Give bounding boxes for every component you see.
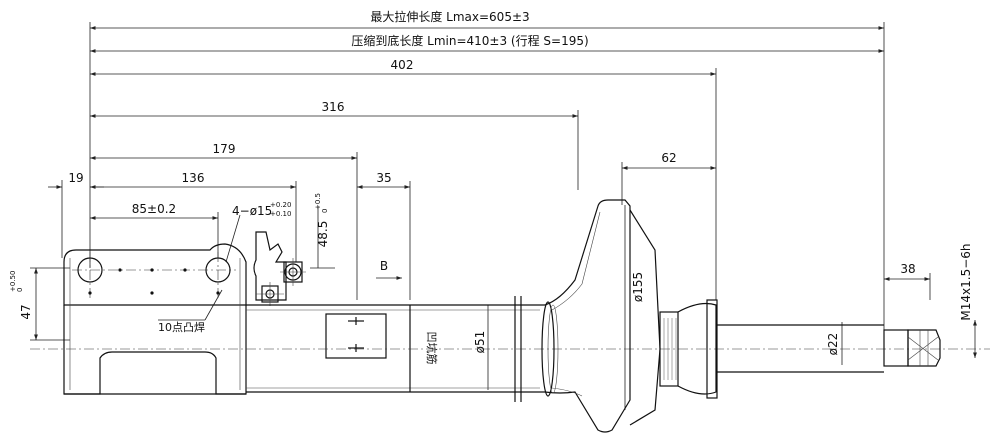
spring-seat <box>541 199 718 433</box>
rod-thread <box>907 329 941 367</box>
outer-tube <box>30 296 990 402</box>
dim-62-label: 62 <box>661 151 676 165</box>
hose-bracket <box>253 231 306 306</box>
holes-tol-lower: +0.10 <box>270 210 291 218</box>
dim-48-5-tol-lower: 0 <box>321 209 329 213</box>
dim-155-label: ø155 <box>631 272 645 302</box>
dim-402-label: 402 <box>391 58 414 72</box>
dim-48-5-tol-upper: +0.5 <box>314 193 322 210</box>
dim-316-label: 316 <box>322 100 345 114</box>
dim-85-label: 85±0.2 <box>132 202 176 216</box>
dim-47-tol-upper: +0.50 <box>9 271 17 292</box>
holes-leader <box>225 214 241 263</box>
note-text: B 10点凸焊 凹坑筋 <box>158 259 439 365</box>
b-window <box>325 313 387 359</box>
dim-48-5-label: 48.5 <box>316 221 330 248</box>
dim-47-tol-lower: 0 <box>16 288 24 292</box>
dim-51-label: ø51 <box>473 331 487 354</box>
holes-label: 4−ø15 <box>232 204 272 218</box>
dim-38-label: 38 <box>900 262 915 276</box>
knuckle-bracket <box>63 243 247 395</box>
dim-136-label: 136 <box>182 171 205 185</box>
dimension-lines <box>30 22 977 410</box>
weld-note: 10点凸焊 <box>158 320 205 334</box>
tube-mark-label: 凹坑筋 <box>425 332 439 365</box>
dim-19-label: 19 <box>68 171 83 185</box>
view-b-label: B <box>380 259 388 273</box>
lmin-label: 压缩到底长度 Lmin=410±3 (行程 S=195) <box>351 33 588 48</box>
dim-35-label: 35 <box>376 171 391 185</box>
thread-label: M14x1.5−6h <box>959 243 973 320</box>
lmax-label: 最大拉伸长度 Lmax=605±3 <box>370 9 529 24</box>
dim-47-label: 47 <box>19 304 33 319</box>
piston-rod <box>716 324 941 373</box>
dim-179-label: 179 <box>213 142 236 156</box>
holes-tol-upper: +0.20 <box>270 201 291 209</box>
dimension-text: 最大拉伸长度 Lmax=605±3 压缩到底长度 Lmin=410±3 (行程 … <box>9 9 973 355</box>
dim-22-label: ø22 <box>826 333 840 356</box>
